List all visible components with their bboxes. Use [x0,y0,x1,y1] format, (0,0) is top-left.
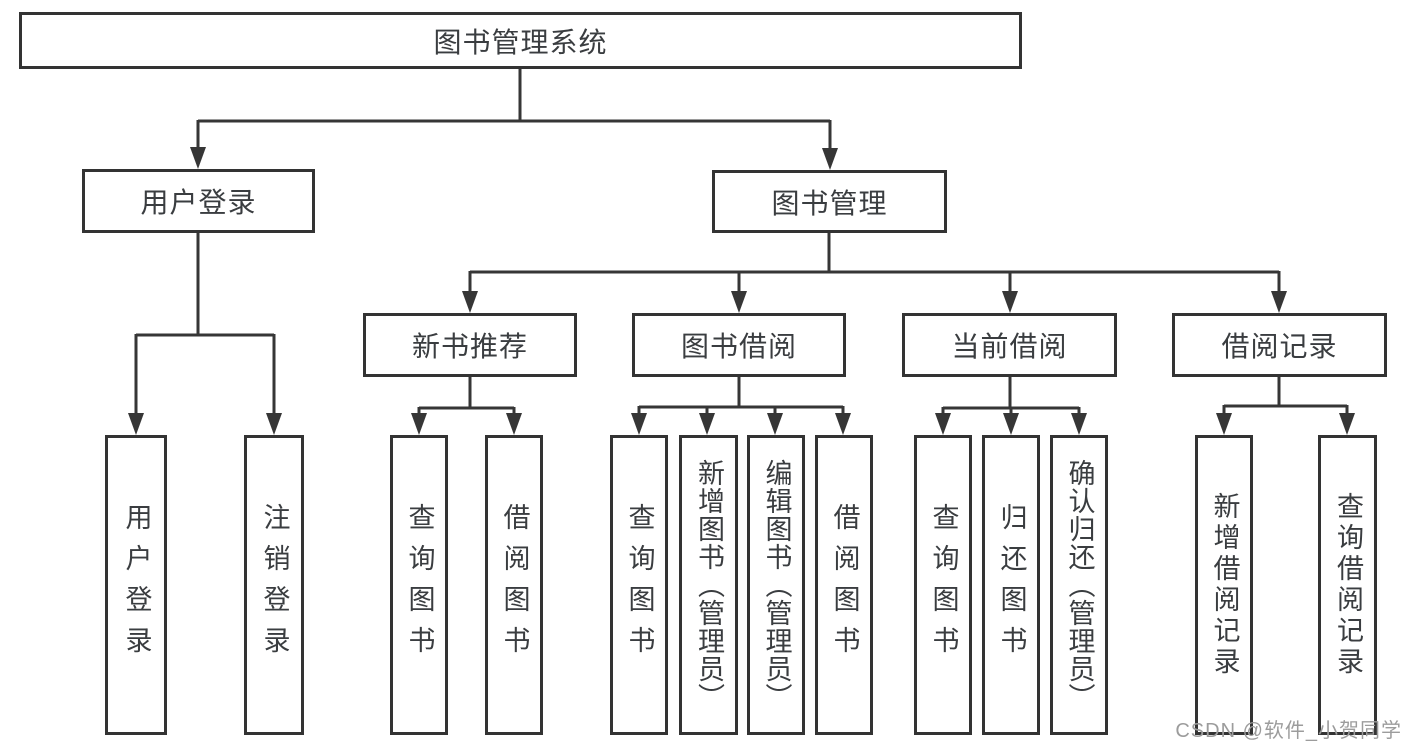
leaf-user-login: 用户登录 [105,435,167,735]
node-user-login: 用户登录 [82,169,315,233]
leaf-query-books-2-label: 查询图书 [624,503,655,667]
node-book-borrow: 图书借阅 [632,313,846,377]
leaf-add-book-admin: 新增图书（管理员） [679,435,738,735]
leaf-add-borrow-record-label: 新增借阅记录 [1209,492,1240,678]
node-borrow-records-label: 借阅记录 [1221,331,1338,362]
leaf-logout: 注销登录 [244,435,304,735]
leaf-query-books-3: 查询图书 [914,435,972,735]
node-book-management-label: 图书管理 [771,187,888,219]
leaf-return-books-label: 归还图书 [996,503,1027,667]
leaf-query-books-3-label: 查询图书 [928,503,959,667]
node-new-book-recommend-label: 新书推荐 [411,331,528,362]
leaf-query-borrow-record: 查询借阅记录 [1318,435,1377,735]
node-current-borrow-label: 当前借阅 [951,331,1068,362]
node-borrow-records: 借阅记录 [1172,313,1387,377]
node-current-borrow: 当前借阅 [902,313,1117,377]
leaf-query-books-1: 查询图书 [390,435,448,735]
leaf-confirm-return-admin: 确认归还（管理员） [1050,435,1108,735]
node-book-management: 图书管理 [712,170,947,233]
leaf-logout-label: 注销登录 [259,503,290,667]
leaf-borrow-books-2: 借阅图书 [815,435,873,735]
leaf-borrow-books-1: 借阅图书 [485,435,543,735]
leaf-query-books-2: 查询图书 [610,435,668,735]
leaf-add-book-admin-label: 新增图书（管理员） [694,459,724,711]
leaf-confirm-return-admin-label: 确认归还（管理员） [1064,459,1095,711]
watermark: CSDN @软件_小贺同学 [1175,720,1402,742]
node-user-login-label: 用户登录 [140,187,257,218]
node-new-book-recommend: 新书推荐 [363,313,577,377]
leaf-query-books-1-label: 查询图书 [404,503,435,667]
leaf-return-books: 归还图书 [982,435,1040,735]
leaf-edit-book-admin: 编辑图书（管理员） [747,435,805,735]
leaf-user-login-label: 用户登录 [121,503,152,667]
node-library-system-label: 图书管理系统 [433,26,608,58]
leaf-borrow-books-2-label: 借阅图书 [829,503,860,667]
leaf-query-borrow-record-label: 查询借阅记录 [1333,492,1363,678]
arrowheads [128,147,1355,435]
node-book-borrow-label: 图书借阅 [680,331,797,362]
node-library-system: 图书管理系统 [19,12,1022,69]
leaf-add-borrow-record: 新增借阅记录 [1195,435,1253,735]
leaf-edit-book-admin-label: 编辑图书（管理员） [761,459,792,711]
leaf-borrow-books-1-label: 借阅图书 [499,503,530,667]
